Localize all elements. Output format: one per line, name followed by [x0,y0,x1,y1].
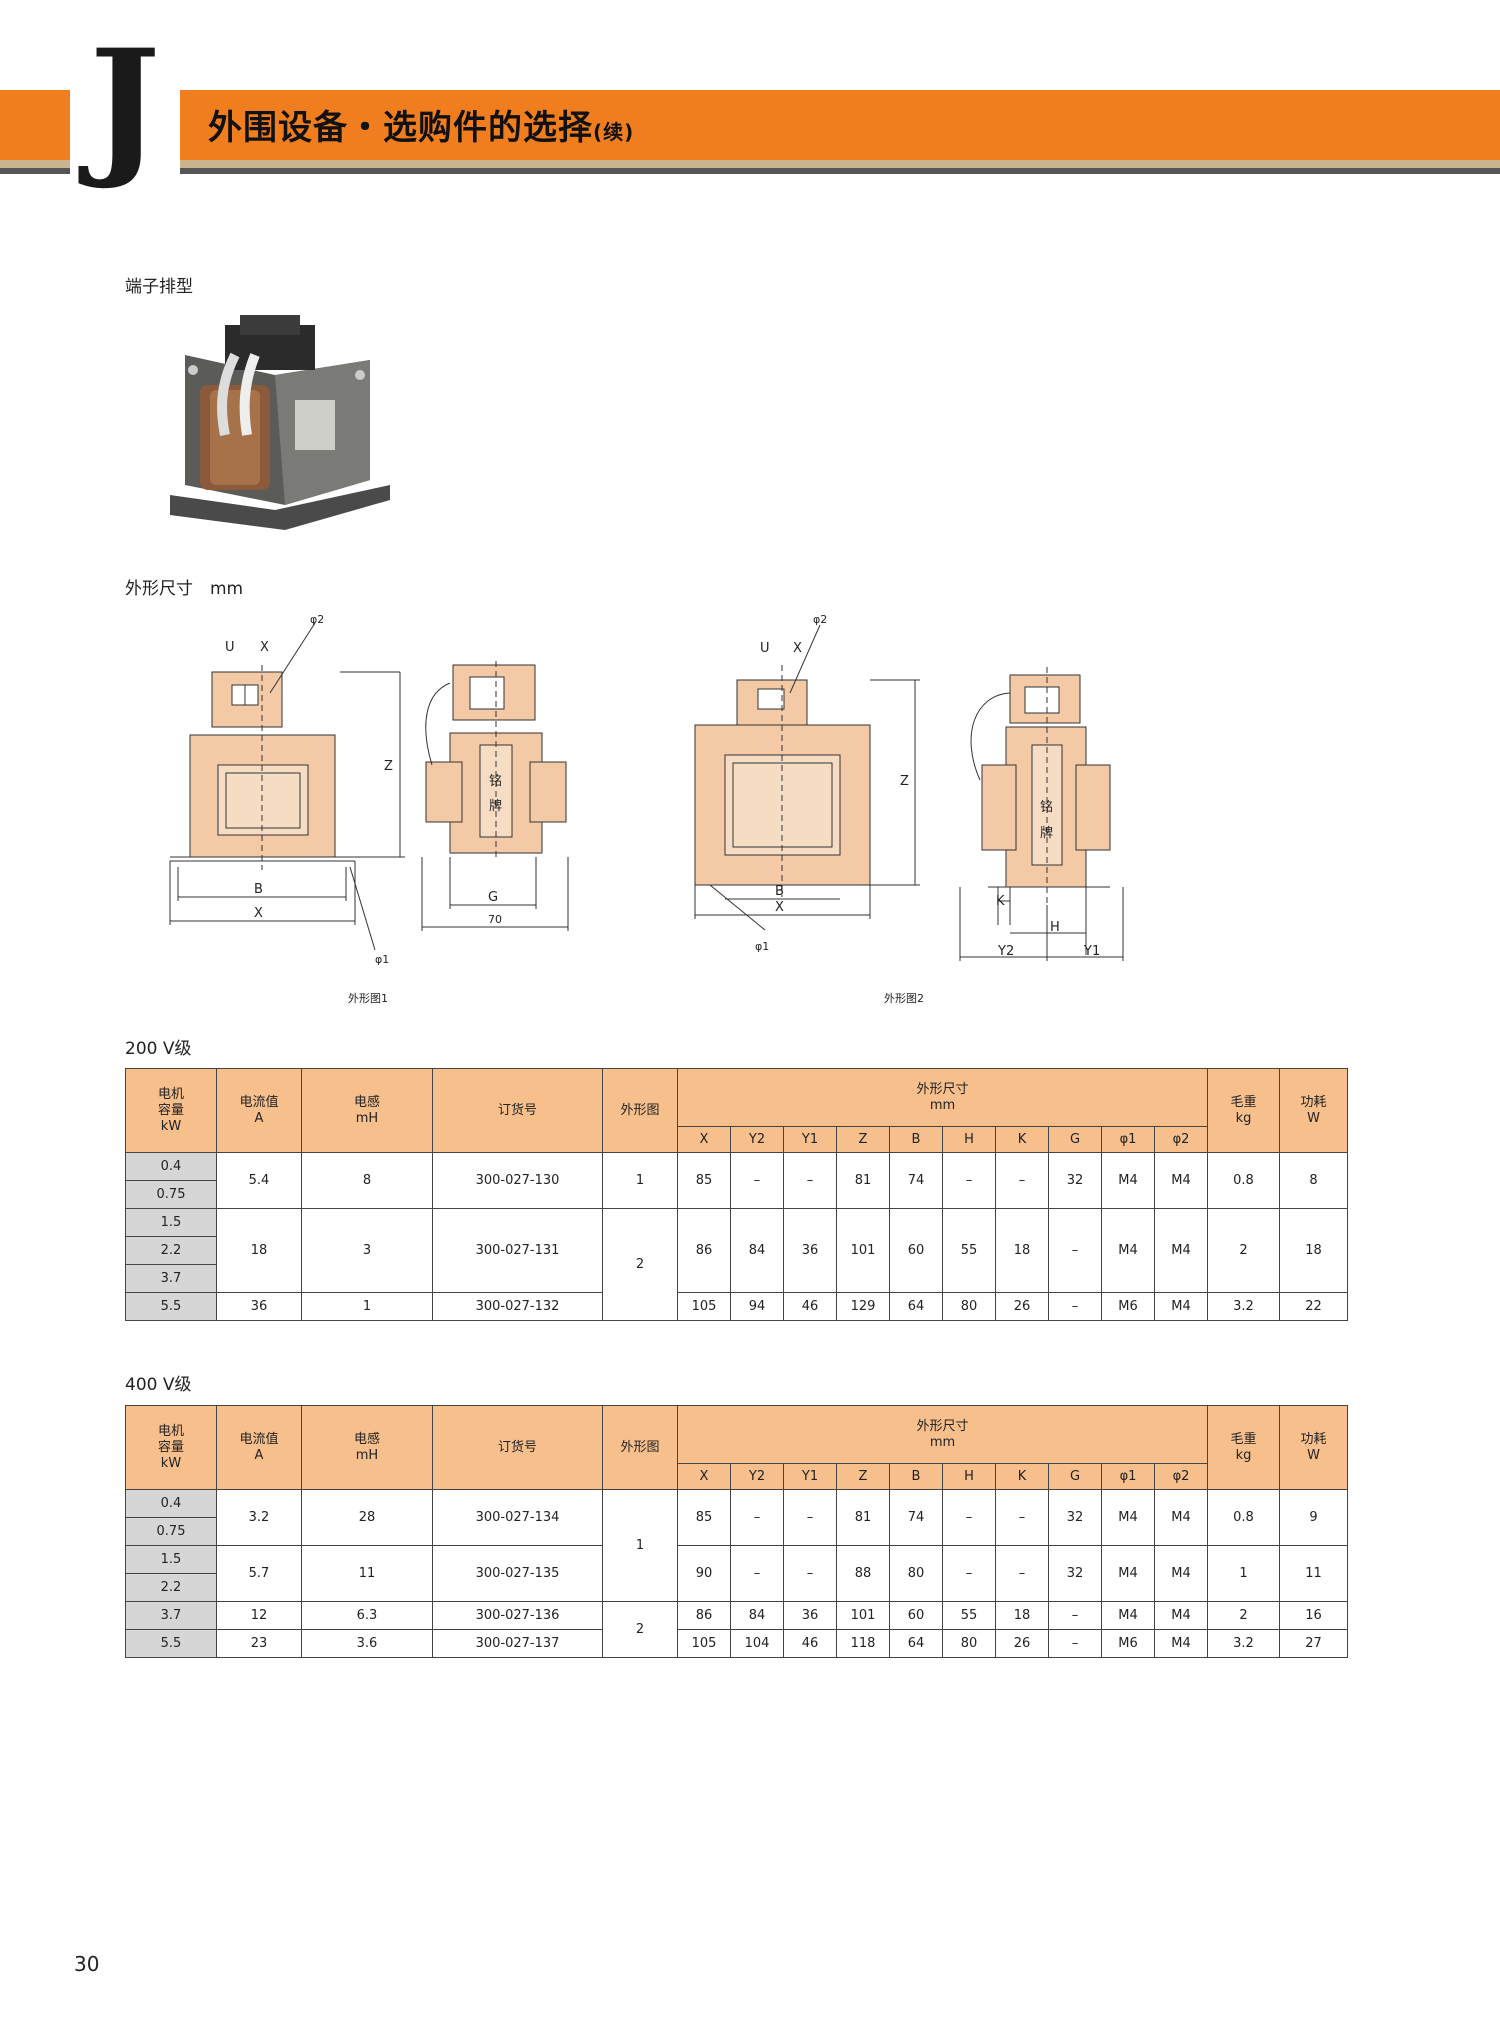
label-phi2: φ2 [310,613,324,626]
label-g: G [488,890,498,905]
nameplate-label-2-2: 牌 [1040,825,1053,841]
header-order-no: 订货号 [432,1068,603,1153]
fig1-caption: 外形图1 [348,992,388,1005]
label-u: U [225,640,235,655]
table-row: 5.5 23 3.6 300-027-137 105 104 46 118 64… [125,1629,1348,1658]
table-row: 0.75 [125,1517,1348,1546]
label-70: 70 [488,913,502,926]
header-phi1: φ1 [1101,1126,1155,1153]
header-outline: 外形图 [602,1405,678,1490]
header-rule-dark [0,168,1500,174]
header-z: Z [836,1463,890,1490]
label-b-2: B [775,884,784,899]
header-k: K [995,1126,1049,1153]
nameplate-label-2: 牌 [489,798,502,814]
section-label: 端子排型 [125,277,193,297]
table400-title: 400 V级 [125,1375,192,1395]
header-b: B [889,1126,943,1153]
header-g: G [1048,1463,1102,1490]
label-x: X [260,640,269,655]
reactor-photo [170,315,390,530]
header-band [0,90,1500,160]
header-h: H [942,1463,996,1490]
label-y1: Y1 [1083,944,1100,959]
table-row: 1.5 5.7 11 300-027-135 90 – – 88 80 – – … [125,1545,1348,1602]
label-phi2-2: φ2 [813,613,827,626]
header-outline: 外形图 [602,1068,678,1153]
outline-drawing-1: U X φ2 Z B X φ1 铭 牌 G 70 [169,613,569,965]
header-y1: Y1 [783,1126,837,1153]
label-b: B [254,882,263,897]
label-x-dim-2: X [775,900,784,915]
header-y1: Y1 [783,1463,837,1490]
table200-title: 200 V级 [125,1039,192,1059]
header-y2: Y2 [730,1126,784,1153]
table-row: 0.75 [125,1180,1348,1209]
header-order-no: 订货号 [432,1405,603,1490]
label-phi1-2: φ1 [755,940,769,953]
label-z: Z [384,759,393,774]
header-h: H [942,1126,996,1153]
table-row: 0.4 3.2 28 300-027-134 1 85 – – 81 74 – … [125,1489,1348,1602]
dimension-label: 外形尺寸 mm [125,579,244,599]
fig2-caption: 外形图2 [884,992,924,1005]
header-x: X [677,1463,731,1490]
label-x-dim: X [254,906,263,921]
table-row: 2.2 [125,1573,1348,1602]
label-phi1: φ1 [375,953,389,965]
header-x: X [677,1126,731,1153]
header-z: Z [836,1126,890,1153]
nameplate-label-1: 铭 [489,774,502,789]
page-title: 外围设备・选购件的选择(续) [208,108,635,148]
header-b: B [889,1463,943,1490]
header-y2: Y2 [730,1463,784,1490]
label-x-2: X [793,641,802,656]
nameplate-label-1-2: 铭 [1040,800,1053,815]
table-row: 3.7 12 6.3 300-027-136 2 86 84 36 101 60… [125,1601,1348,1658]
header-k: K [995,1463,1049,1490]
outline-drawing-2: U X φ2 Z B X φ1 铭 牌 K H Y2 Y1 [694,613,1124,961]
chapter-letter: J [70,30,180,180]
header-g: G [1048,1126,1102,1153]
table-row: 0.4 5.4 8 300-027-130 1 85 – – 81 74 – –… [125,1152,1348,1209]
table-row: 1.5 18 3 300-027-131 2 86 84 36 101 60 5… [125,1208,1348,1321]
header-phi2: φ2 [1154,1463,1208,1490]
label-u-2: U [760,641,770,656]
label-y2: Y2 [997,944,1014,959]
header-phi2: φ2 [1154,1126,1208,1153]
label-h: H [1050,920,1060,935]
label-z-2: Z [900,774,909,789]
label-k: K [996,894,1005,909]
header-rule [0,160,1500,168]
header-phi1: φ1 [1101,1463,1155,1490]
table-row: 5.5 36 1 300-027-132 105 94 46 129 64 80… [125,1292,1348,1321]
page-number: 30 [74,1952,100,1976]
